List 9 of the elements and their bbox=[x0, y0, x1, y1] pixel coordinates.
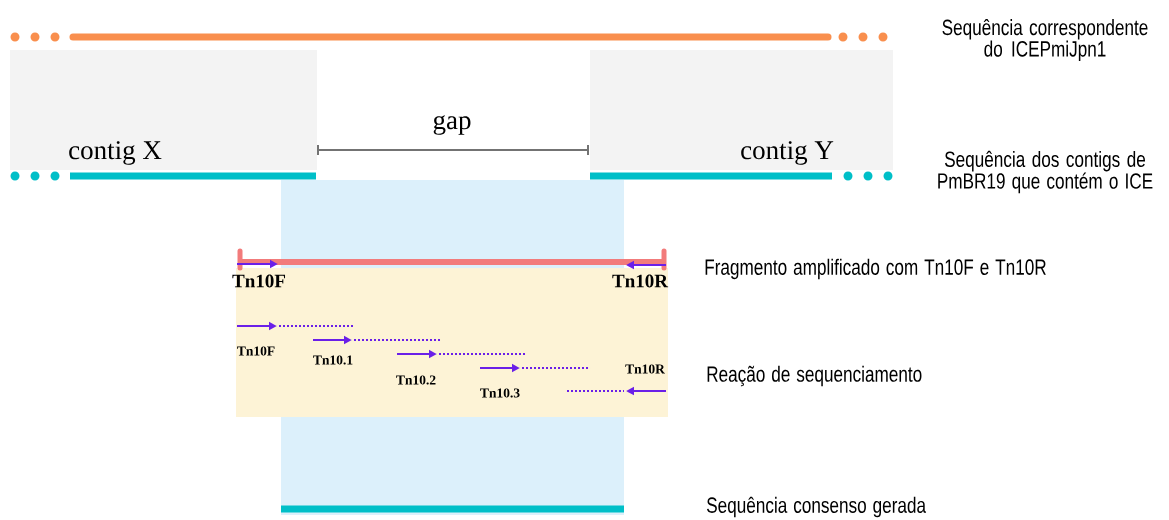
side-label: Sequência correspondente do ICEPmiJpn1 bbox=[942, 18, 1148, 62]
side-label: Sequência dos contigs de PmBR19 que contém o ICE bbox=[938, 150, 1153, 194]
side-label: Fragmento amplificado com Tn10F e Tn10R bbox=[705, 258, 1046, 280]
side-label: Reação de sequenciamento bbox=[707, 365, 922, 387]
side-label: Sequência consenso gerada bbox=[707, 496, 926, 518]
contig-label: contig X bbox=[69, 141, 162, 165]
contig-label: contig Y bbox=[741, 141, 834, 165]
reaction-box: Tn10F Tn10R Tn10F Tn10.1 Tn10.2 Tn10.3 Tn10R bbox=[232, 268, 669, 417]
gap-label: gap bbox=[433, 115, 471, 135]
